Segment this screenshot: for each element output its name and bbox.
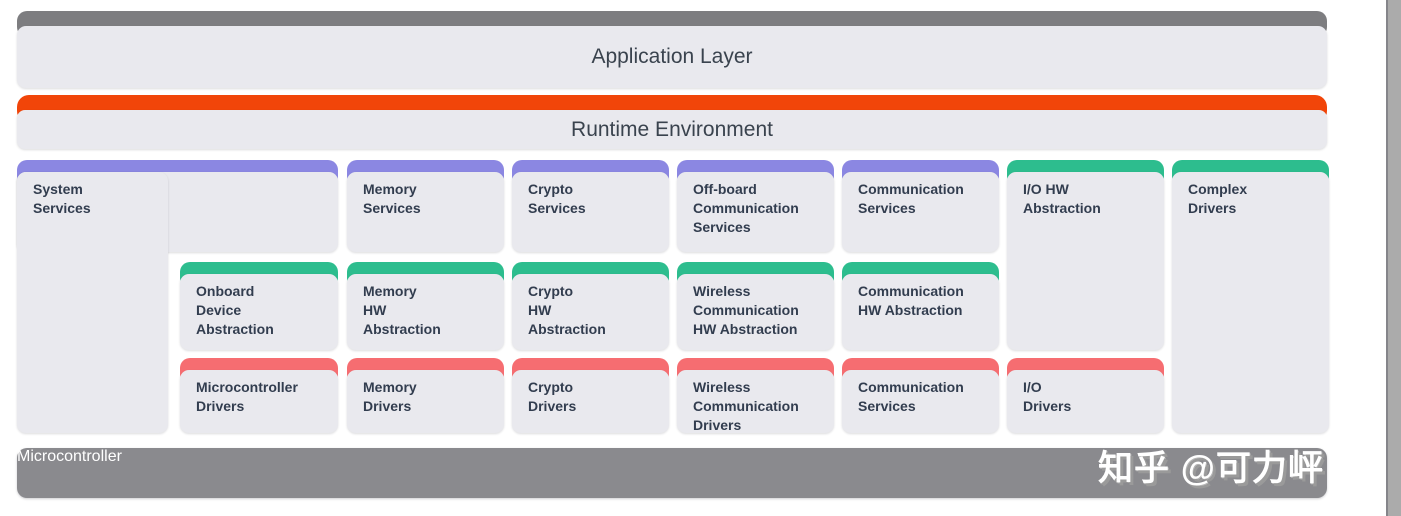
- onboard-device-abstraction-body: [180, 274, 338, 350]
- io-hw-abstraction-label: I/O HW Abstraction: [1023, 181, 1101, 216]
- system-services-label: System Services: [33, 181, 91, 216]
- communication-services-drivers-row-body: [842, 370, 999, 433]
- memory-drivers-body: [347, 370, 504, 433]
- application-layer-panel: Application Layer: [17, 26, 1327, 88]
- wireless-communication-drivers-body: [677, 370, 834, 433]
- runtime-environment-label: Runtime Environment: [571, 117, 773, 141]
- memory-services-body: [347, 172, 504, 252]
- memory-drivers-label: Memory Drivers: [363, 379, 417, 414]
- onboard-device-abstraction-label: Onboard Device Abstraction: [196, 283, 274, 337]
- offboard-communication-services-label: Off-board Communication Services: [693, 181, 799, 235]
- wireless-communication-hw-abstraction-body: [677, 274, 834, 350]
- runtime-environment-panel: Runtime Environment: [17, 110, 1327, 149]
- vertical-scrollbar[interactable]: [1386, 0, 1401, 516]
- complex-drivers-body: [1172, 172, 1329, 433]
- communication-hw-abstraction-body: [842, 274, 999, 350]
- zhihu-watermark: 知乎 @可力岼: [1098, 449, 1324, 488]
- communication-services-drivers-row-label: Communication Services: [858, 379, 964, 414]
- microcontroller-label: Microcontroller: [17, 448, 122, 465]
- crypto-hw-abstraction-label: Crypto HW Abstraction: [528, 283, 606, 337]
- crypto-services-label: Crypto Services: [528, 181, 586, 216]
- microcontroller-bar: Microcontroller: [17, 448, 1327, 498]
- wireless-communication-drivers-label: Wireless Communication Drivers: [693, 379, 799, 433]
- complex-drivers-label: Complex Drivers: [1188, 181, 1248, 216]
- io-drivers-label: I/O Drivers: [1023, 379, 1072, 414]
- crypto-drivers-label: Crypto Drivers: [528, 379, 577, 414]
- communication-services-body: [842, 172, 999, 252]
- crypto-drivers-body: [512, 370, 669, 433]
- memory-services-label: Memory Services: [363, 181, 421, 216]
- microcontroller-drivers-label: Microcontroller Drivers: [196, 379, 298, 414]
- crypto-services-body: [512, 172, 669, 252]
- io-hw-abstraction-body: [1007, 172, 1164, 350]
- memory-hw-abstraction-body: [347, 274, 504, 350]
- system-services-body: [17, 172, 168, 433]
- microcontroller-drivers-body: [180, 370, 338, 433]
- memory-hw-abstraction-label: Memory HW Abstraction: [363, 283, 441, 337]
- wireless-communication-hw-abstraction-label: Wireless Communication HW Abstraction: [693, 283, 799, 337]
- crypto-hw-abstraction-body: [512, 274, 669, 350]
- communication-services-label: Communication Services: [858, 181, 964, 216]
- application-layer-label: Application Layer: [591, 45, 753, 68]
- communication-hw-abstraction-label: Communication HW Abstraction: [858, 283, 964, 318]
- io-drivers-body: [1007, 370, 1164, 433]
- offboard-communication-services-body: [677, 172, 834, 252]
